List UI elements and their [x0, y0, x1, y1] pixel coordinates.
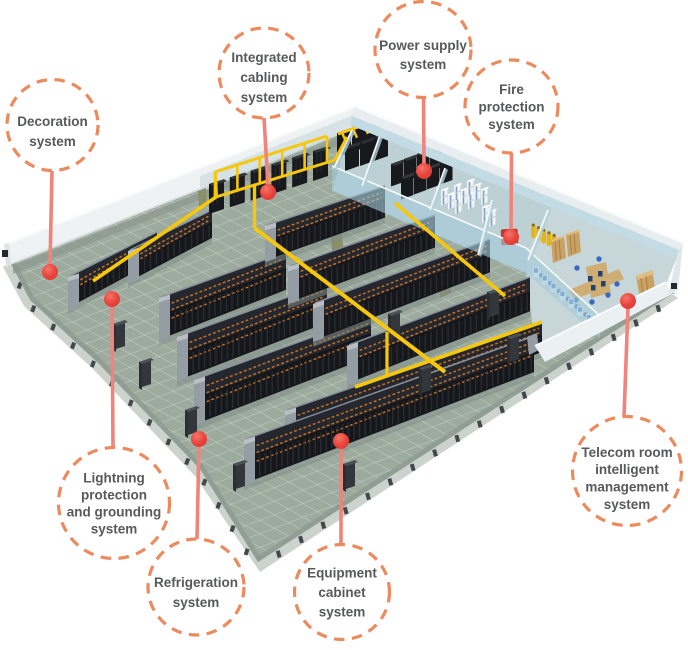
- svg-text:Refrigeration: Refrigeration: [154, 575, 238, 590]
- svg-text:Telecom room: Telecom room: [581, 445, 672, 460]
- svg-text:system: system: [400, 57, 447, 72]
- svg-text:cabinet: cabinet: [318, 585, 366, 600]
- svg-text:system: system: [488, 117, 535, 132]
- svg-text:system: system: [319, 604, 366, 619]
- svg-text:Equipment: Equipment: [307, 565, 377, 580]
- svg-text:system: system: [29, 134, 76, 149]
- svg-text:Fire: Fire: [499, 82, 524, 97]
- svg-text:intelligent: intelligent: [595, 462, 659, 477]
- svg-text:system: system: [241, 90, 288, 105]
- svg-text:Power supply: Power supply: [379, 38, 467, 53]
- svg-text:Lightning: Lightning: [83, 470, 144, 485]
- svg-text:and grounding: and grounding: [67, 504, 161, 519]
- svg-text:system: system: [604, 497, 651, 512]
- svg-text:protection: protection: [479, 99, 545, 114]
- svg-text:system: system: [91, 521, 138, 536]
- svg-text:protection: protection: [81, 487, 147, 502]
- svg-text:cabling: cabling: [240, 70, 287, 85]
- svg-text:system: system: [173, 595, 220, 610]
- svg-text:Decoration: Decoration: [17, 114, 88, 129]
- svg-text:management: management: [585, 480, 669, 495]
- svg-text:Integrated: Integrated: [231, 50, 296, 65]
